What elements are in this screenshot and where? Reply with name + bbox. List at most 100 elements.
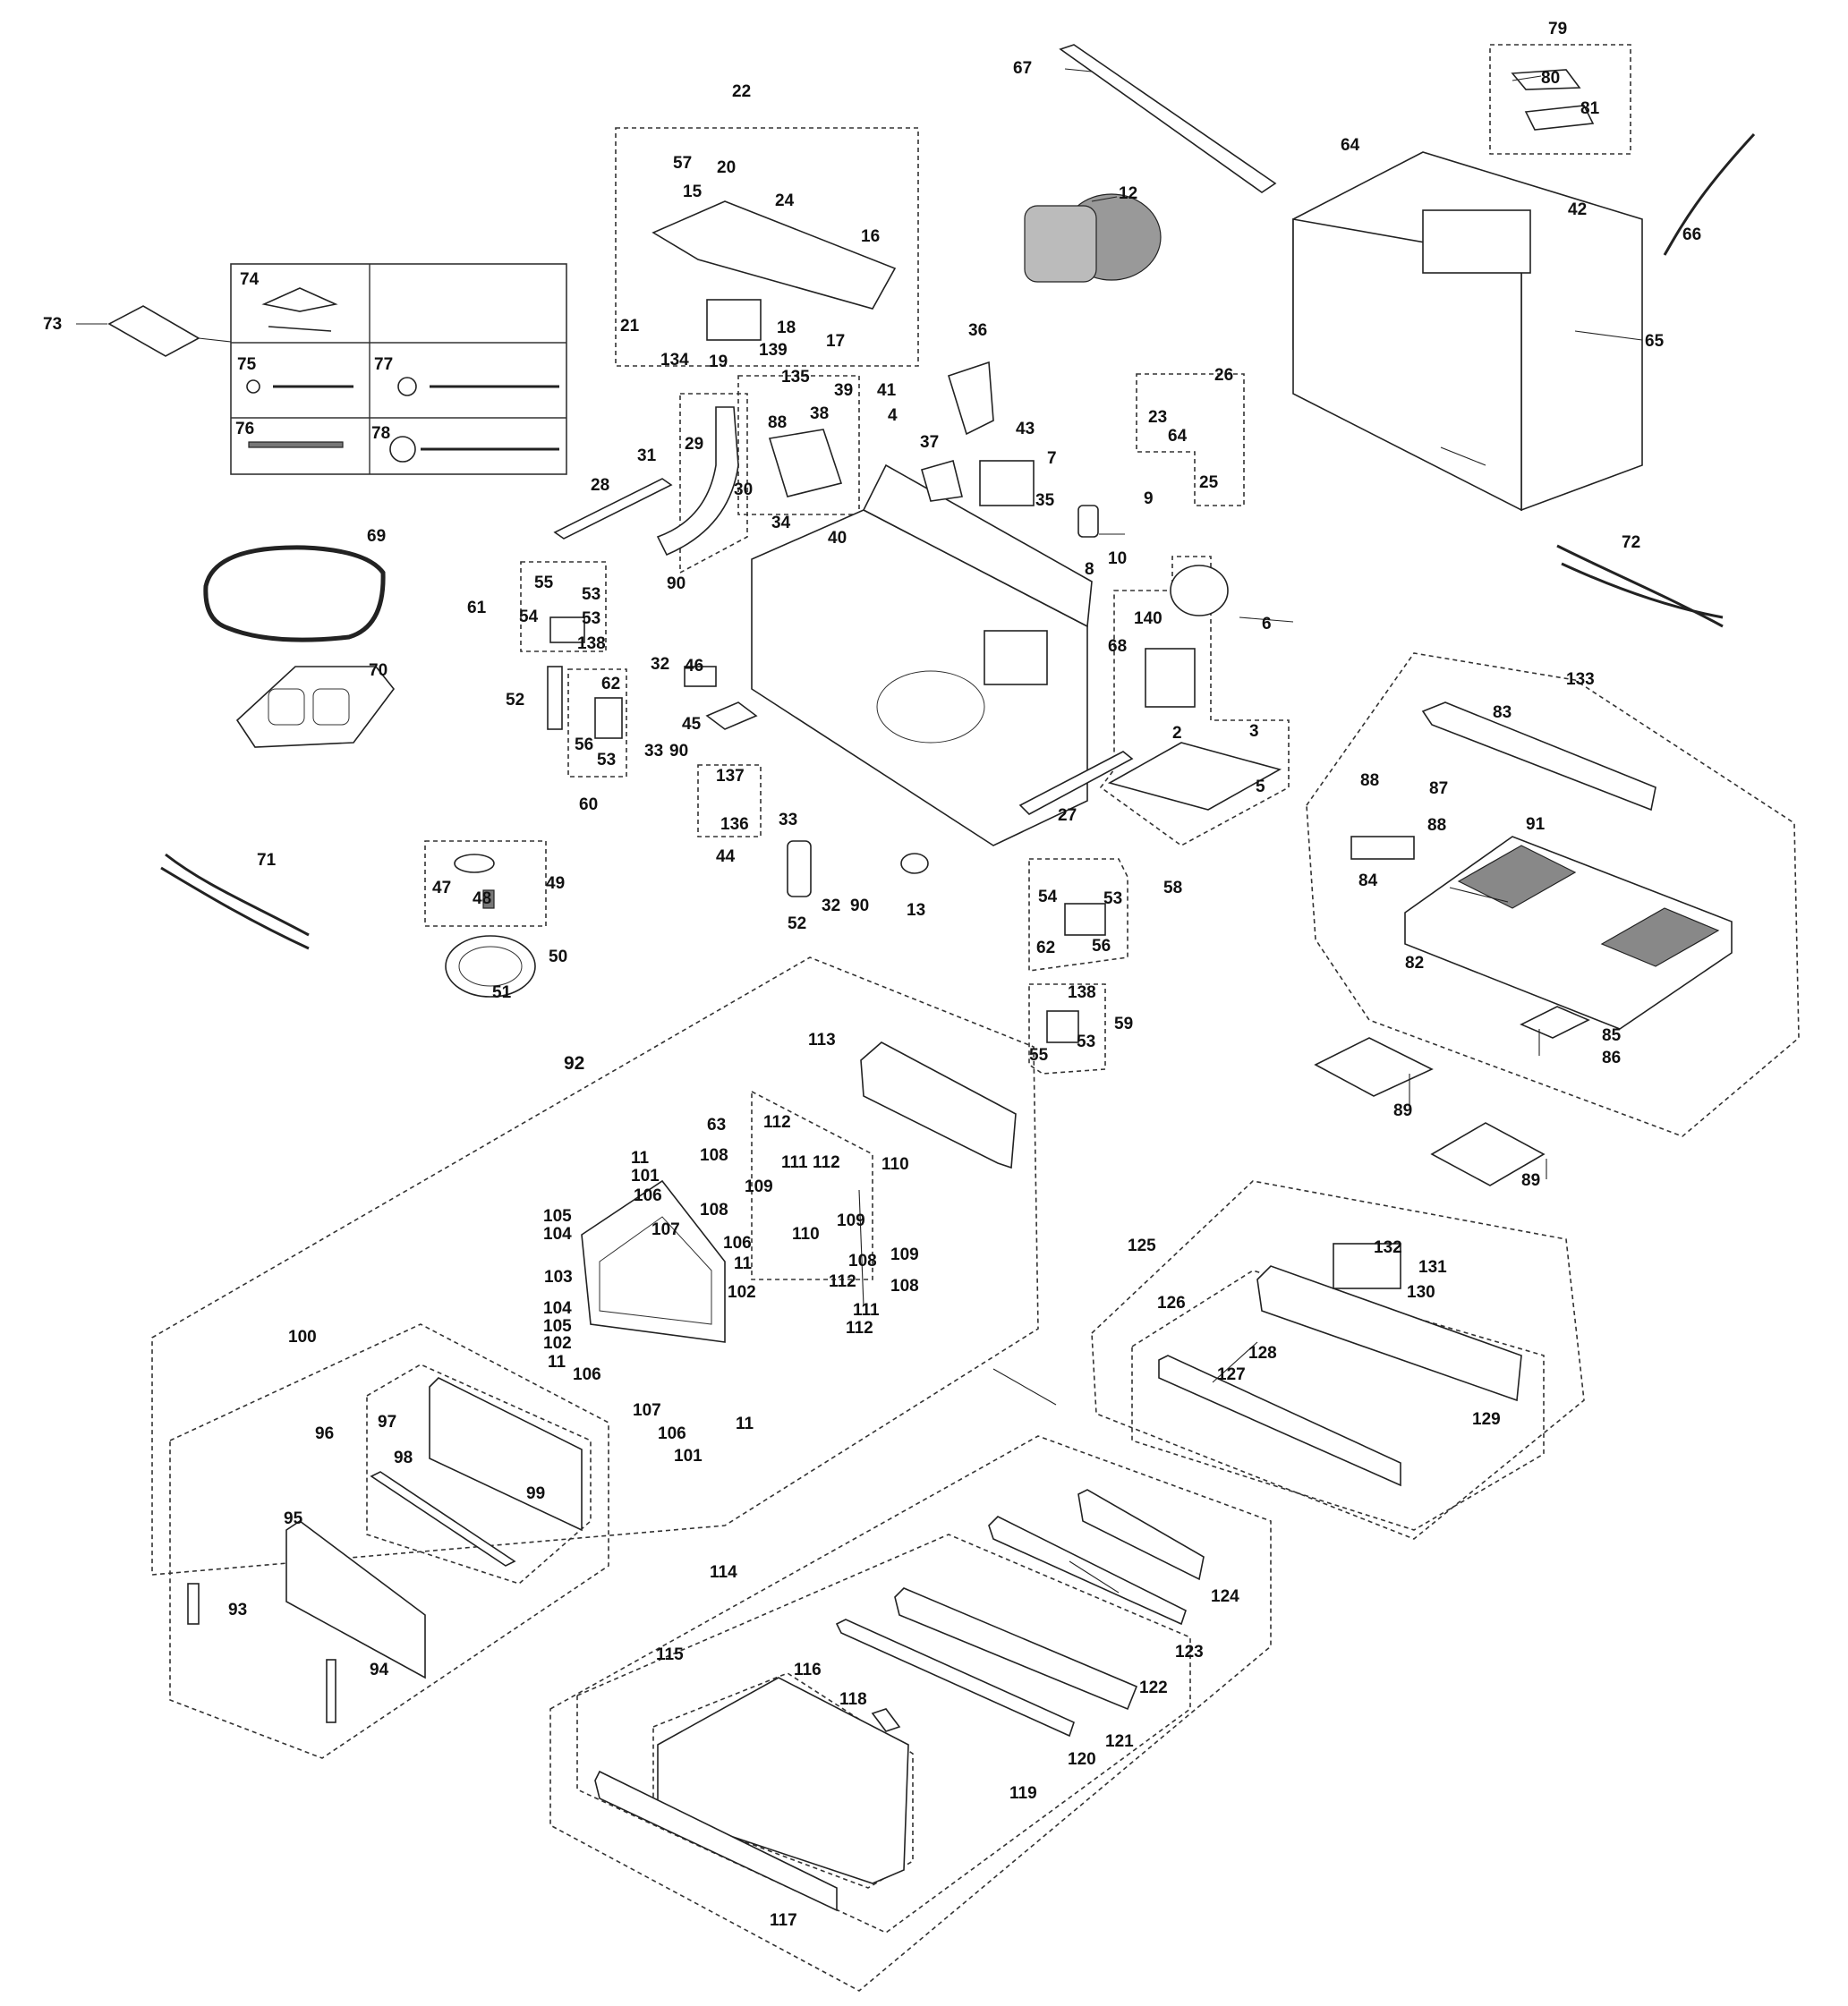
part-label: 42 [1568,200,1587,219]
part-82-grille-2 [1600,907,1720,967]
part-label: 89 [1521,1171,1540,1190]
part-68-transformer [1145,648,1196,708]
part-label: 89 [1393,1101,1412,1120]
part-103-door-frame [581,1179,726,1343]
part-60-switch [594,697,623,739]
part-label: 116 [794,1661,822,1679]
part-119-strip [835,1619,1075,1738]
part-label: 12 [1119,184,1137,203]
part-36-guide [948,361,994,436]
part-label: 54 [1038,888,1058,906]
part-label: 68 [1108,637,1127,656]
group-41-outline [737,375,860,515]
part-label: 43 [1016,420,1035,438]
part-127-bar [1158,1355,1401,1487]
part-27-bar [1018,751,1134,815]
part-label: 64 [1341,136,1360,155]
group-92-outline [151,956,1039,1576]
part-label: 130 [1407,1283,1435,1302]
part-label: 39 [834,381,853,400]
part-label: 37 [920,433,939,452]
part-label: 69 [367,527,386,546]
part-label: 125 [1128,1237,1156,1255]
part-label: 112 [763,1113,791,1132]
group-60-outline [567,668,627,778]
part-label: 74 [240,270,260,289]
part-label: 11 [734,1254,753,1273]
part-129-panel-frame [1256,1265,1522,1402]
part-label: 117 [770,1911,797,1930]
part-label: 136 [720,815,749,834]
part-label: 111 [781,1153,808,1172]
part-89-filter-2 [1430,1122,1546,1186]
group-125-outline [1091,1180,1585,1540]
part-label: 53 [582,609,600,628]
part-label: 5 [1256,778,1265,796]
part-label: 108 [890,1277,919,1296]
part-label: 121 [1105,1732,1134,1751]
part-label: 59 [1114,1015,1133,1033]
part-label: 4 [888,406,898,425]
part-70-rack-window-2 [312,688,350,726]
part-label: 78 [371,424,390,443]
part-label: 8 [1085,560,1094,579]
part-74-screw [268,326,332,332]
part-label: 126 [1157,1294,1186,1313]
part-12-fan-housing [1024,205,1097,283]
part-70-rack-window-1 [268,688,305,726]
part-label: 20 [717,158,736,177]
part-label: 45 [682,715,702,734]
part-97-door-inner [429,1377,583,1532]
part-label: 32 [651,655,669,674]
part-label: 90 [850,897,869,915]
part-label: 90 [667,574,686,593]
part-label: 107 [651,1220,680,1239]
part-label: 22 [732,82,751,101]
part-86-cover [1520,1006,1590,1039]
part-label: 11 [736,1415,754,1433]
part-47-coupler [454,854,495,873]
part-label: 52 [506,691,524,710]
part-label: 46 [685,657,703,676]
part-label: 62 [601,675,620,693]
part-base-plate [1107,742,1282,811]
part-label: 62 [1036,939,1055,957]
part-label: 10 [1108,549,1127,568]
part-label: 6 [1262,615,1272,633]
part-37-cover [921,460,963,502]
part-label: 24 [775,191,795,210]
part-label: 55 [1029,1046,1049,1065]
part-98-strip [370,1471,516,1567]
part-label: 33 [644,742,663,761]
part-label: 13 [907,901,925,920]
group-26-outline [1136,373,1245,506]
part-label: 112 [846,1319,873,1338]
part-label: 75 [237,355,257,374]
part-8-capacitor [1077,505,1099,538]
part-label: 11 [548,1353,566,1372]
part-50-turntable-inner [458,946,523,987]
part-label: 111 [853,1301,880,1320]
part-103-door-window [599,1216,712,1325]
part-113-panel [860,1041,1017,1169]
group-96-outline [366,1364,592,1585]
part-13-motor [900,853,929,874]
part-label: 93 [228,1601,247,1619]
part-75-washer [246,379,260,394]
part-label: 56 [1092,937,1111,956]
part-label: 53 [1103,889,1122,908]
part-label: 91 [1526,815,1546,834]
part-label: 67 [1013,59,1032,78]
part-cavity-top [862,463,1093,628]
part-label: 85 [1602,1026,1622,1045]
part-label: 65 [1645,332,1665,351]
part-label: 54 [519,608,539,626]
part-label: 41 [877,381,897,400]
part-123-bar [988,1516,1187,1626]
part-label: 64 [1168,427,1188,446]
part-label: 82 [1405,954,1424,973]
part-label: 88 [1427,816,1446,835]
part-7-magnetron [979,460,1035,506]
part-label: 105 [543,1207,572,1226]
part-label: 96 [315,1424,334,1443]
